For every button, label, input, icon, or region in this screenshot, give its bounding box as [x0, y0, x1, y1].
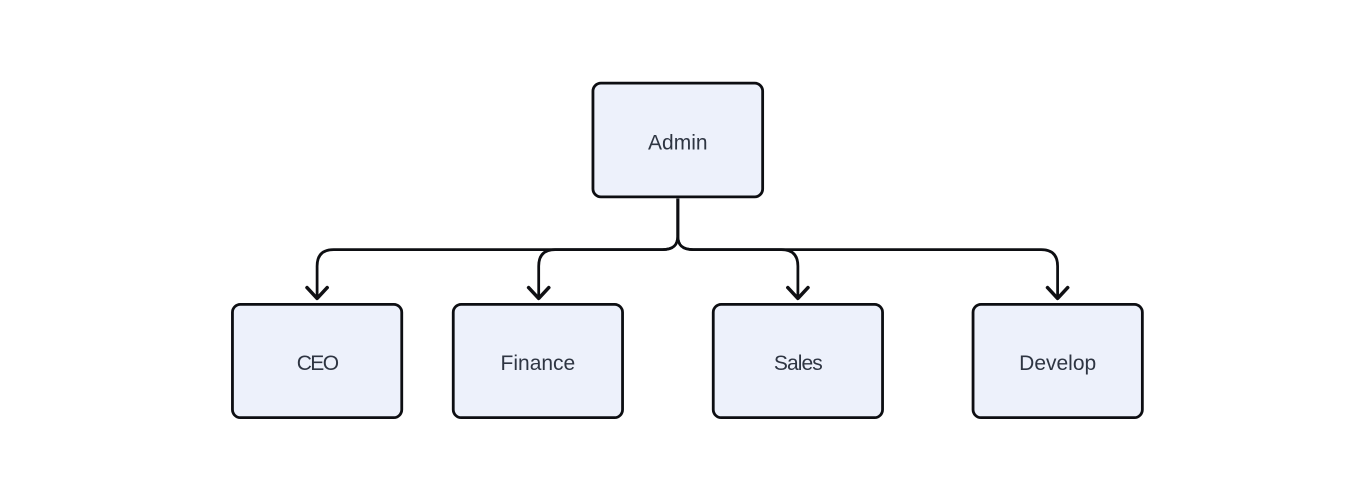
svg-text:Admin: Admin — [648, 131, 708, 154]
svg-text:Sales: Sales — [774, 352, 822, 375]
svg-text:Develop: Develop — [1019, 352, 1096, 375]
svg-text:Finance: Finance — [501, 352, 576, 375]
svg-text:CEO: CEO — [297, 352, 339, 375]
